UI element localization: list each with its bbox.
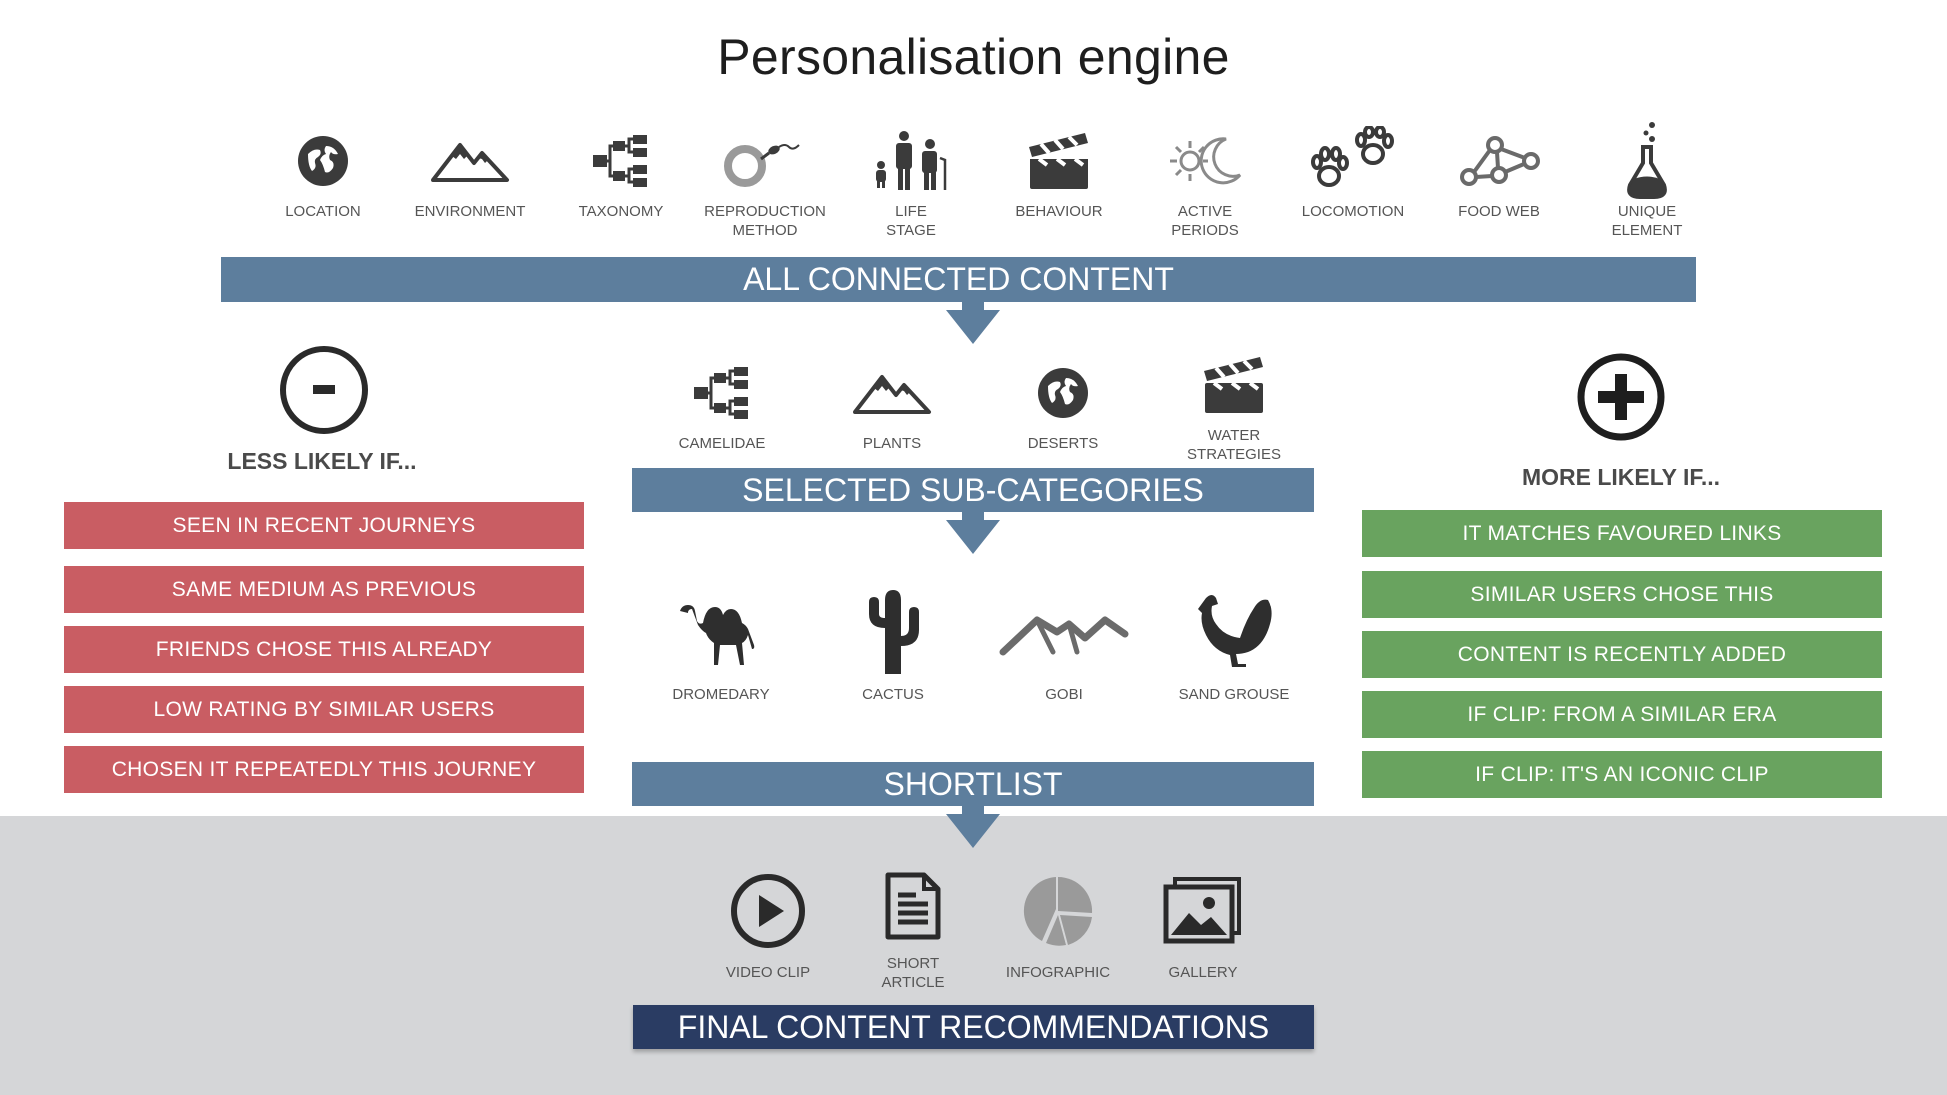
mountains-icon bbox=[395, 120, 545, 202]
format-short-article: SHORT ARTICLE bbox=[828, 858, 998, 992]
category-label: TAXONOMY bbox=[578, 203, 664, 220]
category-label: UNIQUE ELEMENT bbox=[1611, 203, 1683, 239]
format-gallery: GALLERY bbox=[1118, 858, 1288, 982]
less-likely-item: CHOSEN IT REPEATEDLY THIS JOURNEY bbox=[64, 746, 584, 793]
category-unique-element: UNIQUE ELEMENT bbox=[1572, 120, 1722, 240]
category-label: LOCOMOTION bbox=[1301, 203, 1405, 220]
sun-moon-icon bbox=[1130, 120, 1280, 202]
subcategory-deserts: DESERTS bbox=[988, 352, 1138, 453]
category-life-stage: LIFE STAGE bbox=[836, 120, 986, 240]
hierarchy-icon bbox=[647, 352, 797, 434]
less-likely-item: SAME MEDIUM AS PREVIOUS bbox=[64, 566, 584, 613]
less-likely-item: LOW RATING BY SIMILAR USERS bbox=[64, 686, 584, 733]
paw-prints-icon bbox=[1278, 120, 1428, 202]
gallery-icon bbox=[1118, 858, 1288, 963]
all-connected-content-bar: ALL CONNECTED CONTENT bbox=[221, 257, 1696, 302]
grouse-icon bbox=[1149, 580, 1319, 685]
subcategory-water-strategies: WATER STRATEGIES bbox=[1159, 344, 1309, 464]
shortlist-cactus: CACTUS bbox=[808, 580, 978, 704]
category-taxonomy: TAXONOMY bbox=[546, 120, 696, 221]
play-icon bbox=[683, 858, 853, 963]
camel-icon bbox=[636, 580, 806, 685]
subcategory-label: CAMELIDAE bbox=[678, 435, 766, 452]
less-likely-item: FRIENDS CHOSE THIS ALREADY bbox=[64, 626, 584, 673]
shortlist-gobi: GOBI bbox=[979, 580, 1149, 704]
down-arrow-icon bbox=[946, 310, 1000, 344]
shortlist-label: DROMEDARY bbox=[672, 686, 770, 703]
category-label: BEHAVIOUR bbox=[1015, 203, 1103, 220]
minus-circle-icon bbox=[279, 345, 369, 440]
format-infographic: INFOGRAPHIC bbox=[973, 858, 1143, 982]
hierarchy-icon bbox=[546, 120, 696, 202]
category-reproduction: REPRODUCTION METHOD bbox=[690, 120, 840, 240]
more-likely-item: IF CLIP: FROM A SIMILAR ERA bbox=[1362, 691, 1882, 738]
less-likely-item: SEEN IN RECENT JOURNEYS bbox=[64, 502, 584, 549]
clapperboard-icon bbox=[1159, 344, 1309, 426]
shortlist-label: SAND GROUSE bbox=[1178, 686, 1290, 703]
final-content-recommendations-bar: FINAL CONTENT RECOMMENDATIONS bbox=[633, 1005, 1314, 1049]
cactus-icon bbox=[808, 580, 978, 685]
subcategory-camelidae: CAMELIDAE bbox=[647, 352, 797, 453]
arrow-stem bbox=[962, 512, 984, 520]
arrow-stem bbox=[962, 302, 984, 310]
shortlist-label: GOBI bbox=[1045, 686, 1083, 703]
category-label: ENVIRONMENT bbox=[414, 203, 526, 220]
category-label: FOOD WEB bbox=[1458, 203, 1540, 220]
down-arrow-icon bbox=[946, 814, 1000, 848]
document-icon bbox=[828, 858, 998, 954]
category-active-periods: ACTIVE PERIODS bbox=[1130, 120, 1280, 240]
pie-chart-icon bbox=[973, 858, 1143, 963]
network-icon bbox=[1424, 120, 1574, 202]
egg-sperm-icon bbox=[690, 120, 840, 202]
subcategory-label: DESERTS bbox=[1027, 435, 1099, 452]
globe-icon bbox=[248, 120, 398, 202]
mountains-icon bbox=[817, 352, 967, 434]
category-locomotion: LOCOMOTION bbox=[1278, 120, 1428, 221]
globe-icon bbox=[988, 352, 1138, 434]
family-icon bbox=[836, 120, 986, 202]
format-video-clip: VIDEO CLIP bbox=[683, 858, 853, 982]
subcategory-plants: PLANTS bbox=[817, 352, 967, 453]
format-label: INFOGRAPHIC bbox=[1005, 964, 1111, 981]
flask-icon bbox=[1572, 120, 1722, 202]
category-environment: ENVIRONMENT bbox=[395, 120, 545, 221]
category-behaviour: BEHAVIOUR bbox=[984, 120, 1134, 221]
down-arrow-icon bbox=[946, 520, 1000, 554]
subcategory-label: WATER STRATEGIES bbox=[1187, 427, 1281, 463]
page-title: Personalisation engine bbox=[717, 29, 1230, 85]
more-likely-item: IT MATCHES FAVOURED LINKS bbox=[1362, 510, 1882, 557]
plus-circle-icon bbox=[1576, 352, 1666, 447]
format-label: SHORT ARTICLE bbox=[881, 955, 945, 991]
more-likely-item: SIMILAR USERS CHOSE THIS bbox=[1362, 571, 1882, 618]
more-likely-item: IF CLIP: IT'S AN ICONIC CLIP bbox=[1362, 751, 1882, 798]
less-likely-heading: LESS LIKELY IF... bbox=[227, 448, 417, 474]
arrow-stem bbox=[962, 806, 984, 814]
shortlist-dromedary: DROMEDARY bbox=[636, 580, 806, 704]
gobi-mountains-icon bbox=[979, 580, 1149, 685]
clapperboard-icon bbox=[984, 120, 1134, 202]
format-label: VIDEO CLIP bbox=[725, 964, 811, 981]
category-label: LIFE STAGE bbox=[886, 203, 936, 239]
more-likely-heading: MORE LIKELY IF... bbox=[1521, 464, 1721, 490]
format-label: GALLERY bbox=[1168, 964, 1238, 981]
shortlist-sand-grouse: SAND GROUSE bbox=[1149, 580, 1319, 704]
category-food-web: FOOD WEB bbox=[1424, 120, 1574, 221]
category-label: LOCATION bbox=[285, 203, 361, 220]
category-label: REPRODUCTION METHOD bbox=[704, 203, 826, 239]
subcategory-label: PLANTS bbox=[862, 435, 922, 452]
shortlist-label: CACTUS bbox=[862, 686, 924, 703]
selected-sub-categories-bar: SELECTED SUB-CATEGORIES bbox=[632, 468, 1314, 512]
more-likely-item: CONTENT IS RECENTLY ADDED bbox=[1362, 631, 1882, 678]
category-location: LOCATION bbox=[248, 120, 398, 221]
shortlist-bar: SHORTLIST bbox=[632, 762, 1314, 806]
category-label: ACTIVE PERIODS bbox=[1171, 203, 1239, 239]
